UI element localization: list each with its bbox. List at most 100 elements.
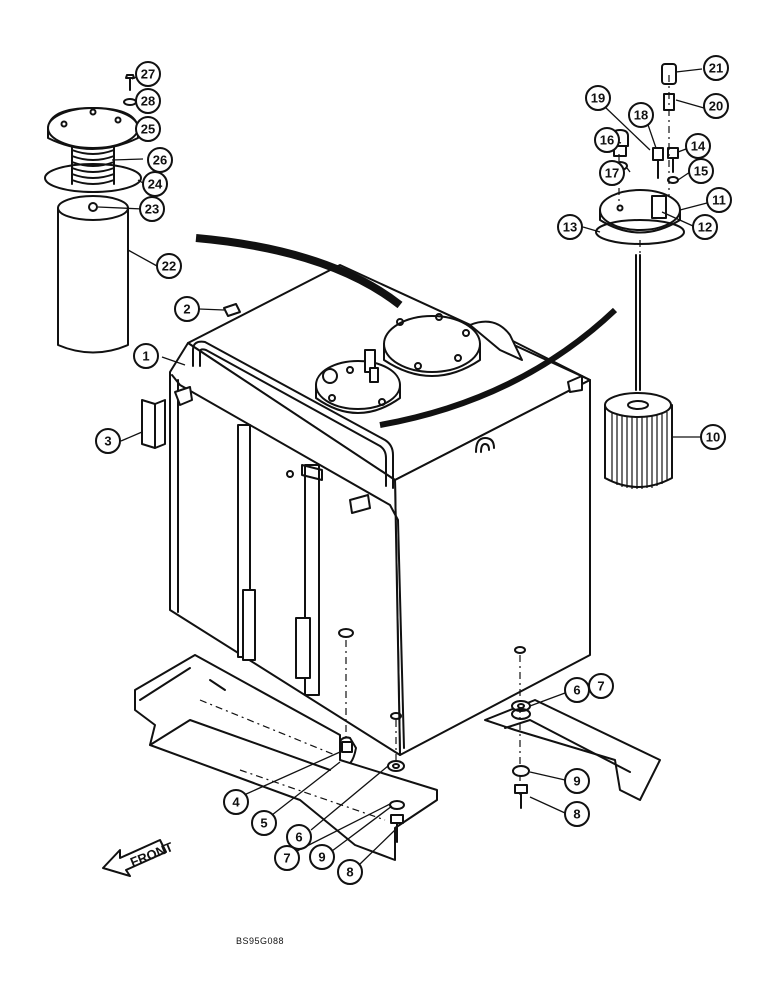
callout-number: 6: [295, 830, 302, 845]
callout-16: 16: [594, 127, 620, 153]
callout-25: 25: [135, 116, 161, 142]
callout-11: 11: [706, 187, 732, 213]
callout-circle: [274, 845, 300, 871]
callout-circle: [135, 61, 161, 87]
callout-9: 9: [564, 768, 590, 794]
callout-circle: [564, 801, 590, 827]
callout-circle: [588, 673, 614, 699]
callout-number: 10: [706, 430, 720, 445]
hoses: [195, 234, 618, 428]
callout-number: 15: [694, 164, 708, 179]
callout-number: 6: [573, 683, 580, 698]
hydraulic-tank: [169, 264, 591, 767]
callout-circle: [594, 127, 620, 153]
callout-18: 18: [628, 102, 654, 128]
callout-circle: [156, 253, 182, 279]
callout-circle: [286, 824, 312, 850]
callout-circle: [95, 428, 121, 454]
callout-number: 19: [591, 91, 605, 106]
callout-23: 23: [139, 196, 165, 222]
callout-8: 8: [337, 859, 363, 885]
callout-circle: [557, 214, 583, 240]
callout-20: 20: [703, 93, 729, 119]
callout-circle: [133, 343, 159, 369]
callout-number: 5: [260, 816, 267, 831]
callout-circle: [564, 768, 590, 794]
callout-number: 7: [597, 679, 604, 694]
callout-17: 17: [599, 160, 625, 186]
callout-24: 24: [142, 171, 168, 197]
callout-21: 21: [703, 55, 729, 81]
callout-28: 28: [135, 88, 161, 114]
callout-6: 6: [286, 824, 312, 850]
callout-number: 3: [104, 434, 111, 449]
callout-number: 9: [318, 850, 325, 865]
callout-group: 1234566778899101112131415161718192021222…: [95, 55, 732, 885]
callout-circle: [223, 789, 249, 815]
callout-number: 2: [183, 302, 190, 317]
callout-number: 9: [573, 774, 580, 789]
callout-circle: [585, 85, 611, 111]
callout-circle: [628, 102, 654, 128]
leader-lines: [97, 68, 708, 865]
callout-1: 1: [133, 343, 159, 369]
callout-2: 2: [174, 296, 200, 322]
callout-circle: [337, 859, 363, 885]
callout-circle: [692, 214, 718, 240]
callout-number: 1: [142, 349, 149, 364]
callout-circle: [135, 116, 161, 142]
callout-number: 26: [153, 153, 167, 168]
callout-number: 28: [141, 94, 155, 109]
callout-13: 13: [557, 214, 583, 240]
callout-19: 19: [585, 85, 611, 111]
callout-number: 23: [145, 202, 159, 217]
drawing-code: BS95G088: [236, 936, 285, 946]
callout-number: 7: [283, 851, 290, 866]
callout-9: 9: [309, 844, 335, 870]
callout-circle: [135, 88, 161, 114]
callout-circle: [147, 147, 173, 173]
callout-circle: [688, 158, 714, 184]
callout-5: 5: [251, 810, 277, 836]
callout-number: 18: [634, 108, 648, 123]
callout-number: 11: [712, 193, 726, 208]
callout-6: 6: [564, 677, 590, 703]
callout-3: 3: [95, 428, 121, 454]
callout-number: 4: [232, 795, 240, 810]
callout-number: 8: [573, 807, 580, 822]
callout-circle: [251, 810, 277, 836]
callout-circle: [703, 55, 729, 81]
front-direction-arrow: FRONT: [102, 839, 175, 877]
callout-number: 8: [346, 865, 353, 880]
callout-number: 17: [605, 166, 619, 181]
callout-number: 24: [148, 177, 163, 192]
callout-26: 26: [147, 147, 173, 173]
callout-number: 25: [141, 122, 155, 137]
callout-8: 8: [564, 801, 590, 827]
callout-number: 22: [162, 259, 176, 274]
callout-7: 7: [588, 673, 614, 699]
callout-circle: [139, 196, 165, 222]
callout-12: 12: [692, 214, 718, 240]
callout-number: 20: [709, 99, 723, 114]
callout-number: 13: [563, 220, 577, 235]
callout-number: 27: [141, 67, 155, 82]
lower-guard: [134, 654, 661, 861]
callout-circle: [599, 160, 625, 186]
callout-circle: [700, 424, 726, 450]
callout-14: 14: [685, 133, 711, 159]
mounting-hardware: [338, 628, 531, 843]
callout-circle: [174, 296, 200, 322]
callout-number: 14: [691, 139, 706, 154]
callout-15: 15: [688, 158, 714, 184]
callout-22: 22: [156, 253, 182, 279]
callout-circle: [703, 93, 729, 119]
return-filter-assembly: [44, 74, 241, 449]
callout-number: 16: [600, 133, 614, 148]
callout-circle: [706, 187, 732, 213]
callout-circle: [309, 844, 335, 870]
callout-4: 4: [223, 789, 249, 815]
callout-10: 10: [700, 424, 726, 450]
